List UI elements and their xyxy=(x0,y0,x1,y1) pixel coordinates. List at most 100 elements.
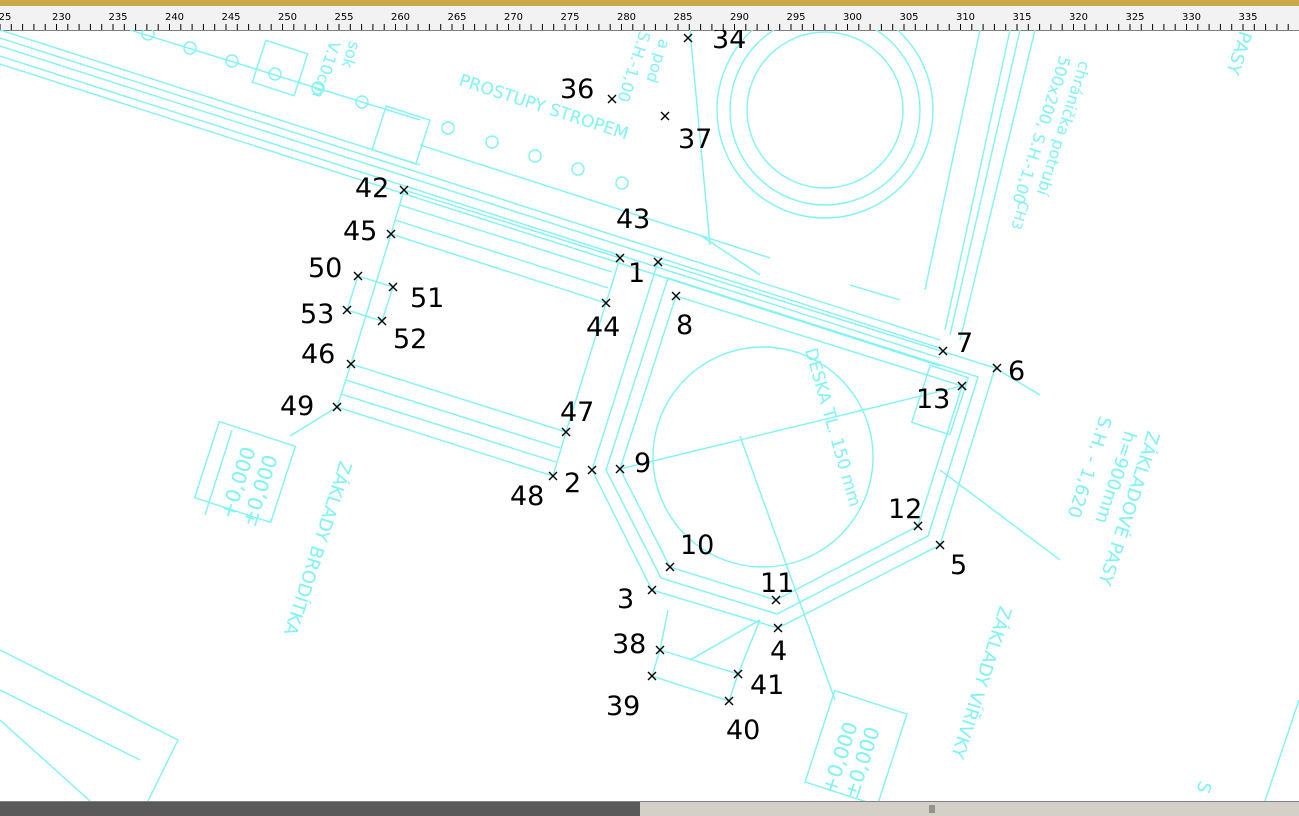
point-marker[interactable]: 1 xyxy=(615,253,645,289)
point-label: 3 xyxy=(617,584,634,615)
point-marker[interactable]: 42 xyxy=(355,173,409,204)
ruler-label: 235 xyxy=(108,12,127,23)
point-marker[interactable]: 7 xyxy=(938,328,973,359)
ruler-label: 245 xyxy=(221,12,240,23)
point-marker[interactable]: 3 xyxy=(617,584,657,615)
ruler-label: 310 xyxy=(956,12,975,23)
point-label: 41 xyxy=(750,670,784,701)
point-marker[interactable]: 47 xyxy=(560,397,594,437)
point-label: 49 xyxy=(280,391,314,422)
zaklady-brodit-text: ZÁKLADY BRODÍTKA xyxy=(279,458,356,638)
bottom-left-lines xyxy=(0,649,1299,802)
ruler-label: 240 xyxy=(165,12,184,23)
point-marker[interactable]: 36 xyxy=(560,74,617,105)
point-marker[interactable]: 8 xyxy=(671,291,693,341)
point-label: 47 xyxy=(560,397,594,428)
point-marker[interactable]: 9 xyxy=(615,448,651,479)
point-label: 8 xyxy=(676,310,693,341)
point-marker[interactable]: 5 xyxy=(935,540,967,581)
tank-circle xyxy=(689,1,1036,341)
point-marker[interactable]: 46 xyxy=(301,339,356,370)
ruler-label: 335 xyxy=(1238,12,1257,23)
point-marker[interactable]: 6 xyxy=(992,356,1025,387)
penetration-circles xyxy=(141,27,629,190)
point-label: 39 xyxy=(606,691,640,722)
point-marker[interactable]: 43 xyxy=(616,204,663,267)
ruler-label: 260 xyxy=(391,12,410,23)
ruler-label: 325 xyxy=(1125,12,1144,23)
point-label: 38 xyxy=(612,629,646,660)
point-label: 37 xyxy=(678,124,712,155)
prostupy-text: PROSTUPY STROPEM xyxy=(456,71,630,145)
point-label: 6 xyxy=(1008,356,1025,387)
point-label: 42 xyxy=(355,173,389,204)
point-marker[interactable]: 40 xyxy=(724,696,760,746)
ruler-label: 280 xyxy=(617,12,636,23)
point-marker[interactable]: 44 xyxy=(586,298,620,343)
ch3-text: CH3 xyxy=(1007,199,1031,232)
point-marker[interactable]: 2 xyxy=(564,465,597,499)
note-text: PASY xyxy=(1221,30,1255,78)
point-label: 36 xyxy=(560,74,594,105)
level-box-right: +0,000 ±0,000 xyxy=(804,689,908,807)
point-marker[interactable]: 45 xyxy=(343,216,396,247)
point-marker[interactable]: 39 xyxy=(606,671,657,722)
point-marker[interactable]: 34 xyxy=(683,24,746,55)
ruler-label: 265 xyxy=(447,12,466,23)
point-label: 43 xyxy=(616,204,650,235)
ruler-label: 320 xyxy=(1069,12,1088,23)
horizontal-scrollbar[interactable] xyxy=(0,801,1299,816)
point-label: 13 xyxy=(916,384,950,415)
wall-band xyxy=(0,29,941,367)
point-label: 34 xyxy=(712,30,746,55)
point-label: 5 xyxy=(950,550,967,581)
point-marker[interactable]: 10 xyxy=(665,530,714,572)
point-label: 45 xyxy=(343,216,377,247)
level-box-left: +0,000 ±0,000 xyxy=(193,420,297,530)
point-label: 1 xyxy=(628,258,645,289)
ruler-label: 295 xyxy=(786,12,805,23)
window-top-strip xyxy=(0,0,1299,6)
ruler-label: 330 xyxy=(1182,12,1201,23)
point-label: 12 xyxy=(888,494,922,525)
point-label: 44 xyxy=(586,312,620,343)
ruler-label: 250 xyxy=(278,12,297,23)
point-marker[interactable]: 49 xyxy=(280,391,342,422)
point-marker[interactable]: 4 xyxy=(770,623,787,667)
point-label: 2 xyxy=(564,468,581,499)
point-marker[interactable]: 37 xyxy=(660,111,712,155)
deska-text: DESKA TL. 150 mm xyxy=(800,346,864,509)
point-label: 46 xyxy=(301,339,335,370)
point-label: 50 xyxy=(308,253,342,284)
ruler-label: 25 xyxy=(0,12,11,23)
zaklady-virivky-text: ZÁKLADY VÍŘIVKY xyxy=(946,603,1016,762)
point-label: 48 xyxy=(510,481,544,512)
point-marker[interactable]: 53 xyxy=(300,299,352,330)
scroll-grip-icon[interactable] xyxy=(928,805,936,813)
point-label: 10 xyxy=(680,530,714,561)
ruler-label: 300 xyxy=(843,12,862,23)
point-marker[interactable]: 48 xyxy=(510,471,558,512)
point-marker[interactable]: 52 xyxy=(377,316,427,355)
point-marker[interactable]: 11 xyxy=(760,568,794,605)
point-marker[interactable]: 41 xyxy=(733,669,784,701)
ruler-label: 315 xyxy=(1012,12,1031,23)
point-marker[interactable]: 12 xyxy=(888,494,923,531)
note-text: V.10cm xyxy=(308,39,344,101)
ruler-label: 230 xyxy=(52,12,71,23)
point-label: 40 xyxy=(726,715,760,746)
point-marker[interactable]: 38 xyxy=(612,629,665,660)
ruler-label: 290 xyxy=(730,12,749,23)
point-marker[interactable]: 50 xyxy=(308,253,363,284)
point-marker[interactable]: 51 xyxy=(388,282,444,314)
point-label: 51 xyxy=(410,283,444,314)
ruler-label: 305 xyxy=(899,12,918,23)
point-marker[interactable]: 13 xyxy=(916,381,967,415)
point-label: 7 xyxy=(956,328,973,359)
note-text: S xyxy=(1192,778,1216,795)
